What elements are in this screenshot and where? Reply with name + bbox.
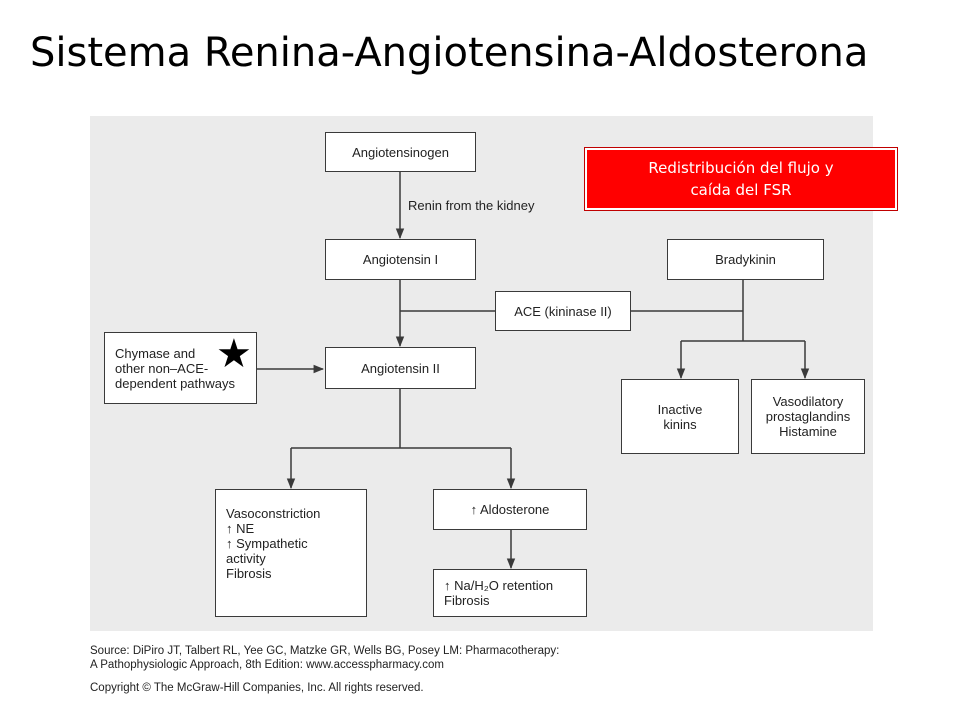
source-citation: Source: DiPiro JT, Talbert RL, Yee GC, M… bbox=[90, 644, 790, 672]
node-chymase: Chymase and other non–ACE- dependent pat… bbox=[104, 332, 257, 404]
copyright-notice: Copyright © The McGraw-Hill Companies, I… bbox=[90, 682, 424, 694]
node-angiotensin-ii: Angiotensin II bbox=[325, 347, 476, 389]
star-marker: ★ bbox=[216, 331, 252, 377]
node-angiotensinogen: Angiotensinogen bbox=[325, 132, 476, 172]
callout-redistribution: Redistribución del flujo y caída del FSR bbox=[584, 147, 898, 211]
node-inactive-kinins: Inactive kinins bbox=[621, 379, 739, 454]
node-vasoconstriction: Vasoconstriction ↑ NE ↑ Sympathetic acti… bbox=[215, 489, 367, 617]
node-na-h2o-retention: ↑ Na/H₂O retention Fibrosis bbox=[433, 569, 587, 617]
edge-label-renin: Renin from the kidney bbox=[408, 198, 535, 213]
node-bradykinin: Bradykinin bbox=[667, 239, 824, 280]
node-angiotensin-i: Angiotensin I bbox=[325, 239, 476, 280]
node-vasodilatory-prostaglandins: Vasodilatory prostaglandins Histamine bbox=[751, 379, 865, 454]
node-ace-kininase-ii: ACE (kininase II) bbox=[495, 291, 631, 331]
source-line-2: A Pathophysiologic Approach, 8th Edition… bbox=[90, 659, 444, 671]
node-aldosterone: ↑ Aldosterone bbox=[433, 489, 587, 530]
source-line-1: Source: DiPiro JT, Talbert RL, Yee GC, M… bbox=[90, 645, 560, 657]
slide-title: Sistema Renina-Angiotensina-Aldosterona bbox=[30, 30, 869, 76]
